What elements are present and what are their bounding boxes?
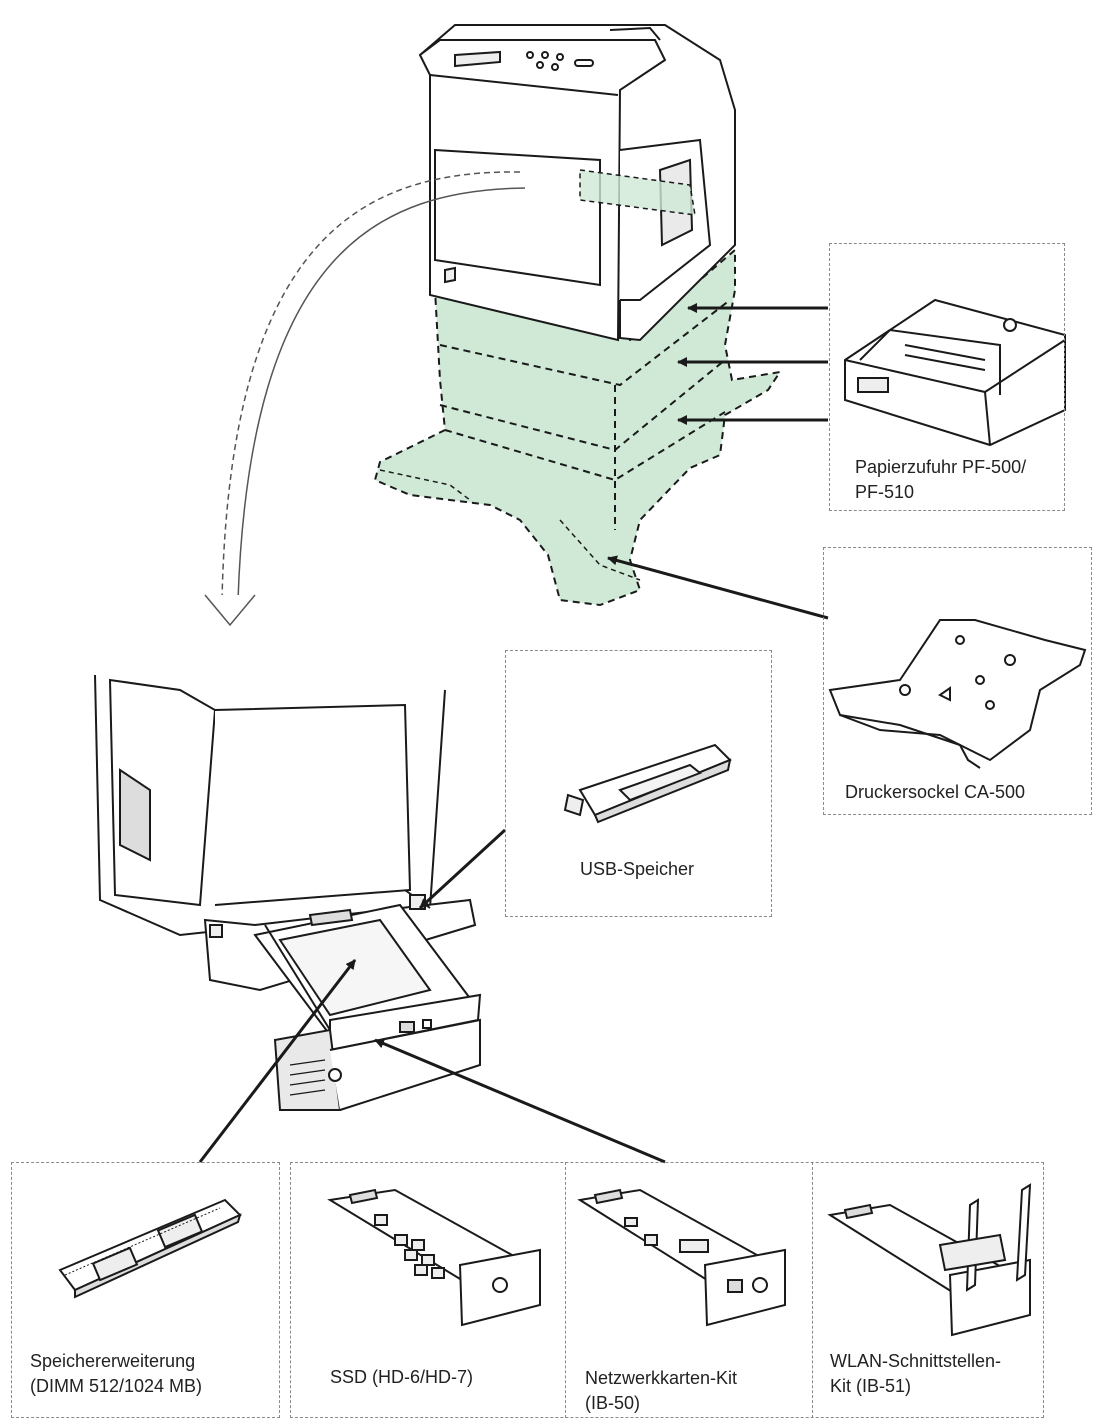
paper-feeder-box [829,243,1065,511]
optional-stack-illustration [373,247,783,607]
ssd-label: SSD (HD-6/HD-7) [330,1367,474,1387]
arrow-interface-cards [374,1038,666,1164]
controller-tray-illustration [253,903,482,1111]
printer-stand-label: Druckersockel CA-500 [845,782,1026,802]
printer-illustration [418,24,736,342]
arrows-paper-feeder [607,303,829,620]
slot-highlight [579,169,696,216]
curved-arrow [204,171,526,627]
wlan-card-illustration [827,1183,1032,1337]
memory-expansion-label: Speichererweiterung (DIMM 512/1024 MB) [30,1351,203,1396]
arrow-memory [198,959,357,1163]
paper-feeder-illustration [844,298,1066,447]
wlan-card-divider [812,1162,813,1418]
paper-feeder-label: Papierzufuhr PF-500/ PF-510 [855,457,1027,502]
usb-memory-label: USB-Speicher [580,859,695,879]
network-card-divider [565,1162,566,1418]
memory-expansion-box [11,1162,280,1418]
interface-cards-box [290,1162,1044,1418]
ssd-card-illustration [327,1188,541,1327]
usb-stick-illustration [563,743,732,824]
arrow-usb [418,828,507,910]
network-card-illustration [577,1188,786,1327]
usb-memory-box [505,650,772,917]
printer-stand-illustration [828,619,1087,769]
network-card-label: Netzwerkkarten-Kit (IB-50) [585,1368,738,1413]
wlan-label: WLAN-Schnittstellen- Kit (IB-51) [830,1351,1002,1396]
memory-dimm-illustration [58,1198,242,1299]
printer-stand-box [823,547,1092,815]
